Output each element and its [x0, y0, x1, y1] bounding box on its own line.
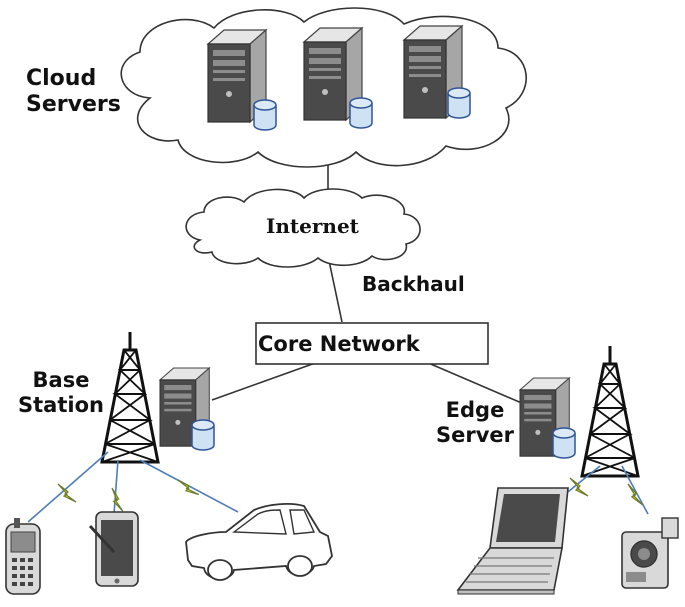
edge-server-label: Edge Server: [436, 398, 514, 448]
lightning-icon: [105, 487, 130, 512]
base-station-label: Base Station: [18, 368, 104, 418]
edge-line1: Edge: [445, 398, 505, 422]
laptop-icon: [456, 487, 569, 595]
core-network-label: Core Network: [258, 332, 420, 356]
tower-icon: [100, 330, 160, 464]
edge-line2: Server: [436, 423, 515, 448]
internet-cloud-icon: [185, 188, 421, 268]
base-station-db-icon: [191, 419, 215, 451]
edge-db-icon: [552, 427, 576, 459]
cloud-db-1: [253, 99, 277, 131]
internet-label: Internet: [266, 214, 359, 238]
lightning-icon: [569, 477, 589, 497]
lightning-icon: [177, 476, 200, 499]
phone-icon: [5, 518, 41, 595]
cloud-db-3: [447, 87, 471, 119]
cloud-db-2: [349, 97, 373, 129]
car-icon: [185, 503, 333, 581]
base-station-line1: Base: [32, 368, 90, 392]
cloud-label-line2: Servers: [26, 92, 121, 118]
base-station-line2: Station: [18, 393, 104, 418]
tablet-icon: [88, 511, 139, 587]
core-network-box: [255, 322, 489, 365]
camera-icon: [621, 517, 679, 589]
lightning-icon: [624, 483, 647, 506]
backhaul-label: Backhaul: [362, 272, 465, 296]
cloud-label-line1: Cloud: [26, 66, 97, 91]
cloud-servers-label: Cloud Servers: [26, 66, 121, 119]
edge-tower-icon: [580, 344, 640, 478]
